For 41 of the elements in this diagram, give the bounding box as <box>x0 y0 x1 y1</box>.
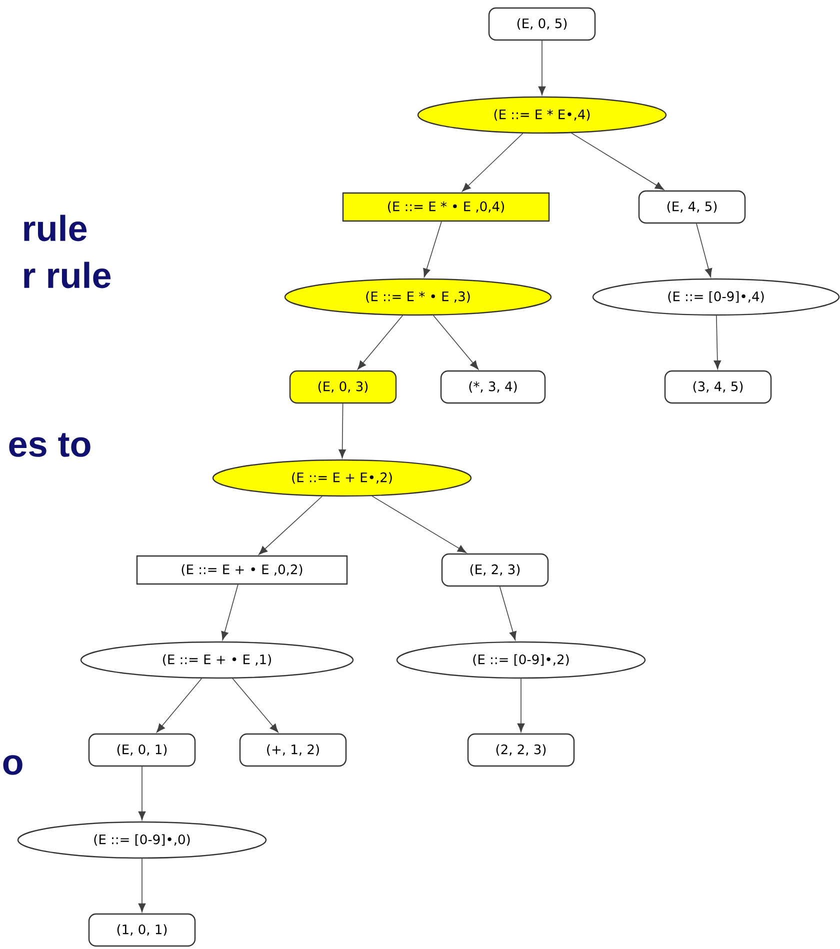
arrow <box>372 496 466 553</box>
arrow <box>571 132 664 190</box>
slide-text: o <box>3 755 22 775</box>
arrow <box>338 403 346 458</box>
ellipse-node: (E ::= [0-9]•,4) <box>592 278 840 316</box>
arrow <box>258 496 322 555</box>
rounded-box: (E, 0, 3) <box>289 370 397 404</box>
arrow <box>423 221 442 278</box>
arrow <box>232 678 278 733</box>
rounded-box: (3, 4, 5) <box>664 370 772 404</box>
arrow <box>499 586 517 640</box>
slide-text: rule <box>24 214 87 242</box>
rounded-box: (1, 0, 1) <box>88 913 196 947</box>
arrow <box>696 223 712 278</box>
ellipse-node: (E ::= E + E•,2) <box>212 459 472 497</box>
ellipse-node: (E ::= E * • E ,3) <box>284 278 552 316</box>
arrow <box>357 315 403 370</box>
ellipse-node: (E ::= E * E•,4) <box>417 96 667 134</box>
slide-text: r rule <box>24 262 111 288</box>
ellipse-node: (E ::= [0-9]•,2) <box>396 641 646 679</box>
arrow <box>517 678 525 732</box>
rectangle-box: (E ::= E * • E ,0,4) <box>342 192 550 222</box>
rectangle-box: (E ::= E + • E ,0,2) <box>136 555 348 585</box>
arrow <box>156 678 202 733</box>
arrow <box>538 40 546 96</box>
ellipse-node: (E ::= E + • E ,1) <box>80 641 354 679</box>
rounded-box: (E, 0, 1) <box>88 733 196 767</box>
arrow <box>138 858 146 912</box>
rounded-box: (*, 3, 4) <box>440 370 546 404</box>
arrow <box>221 584 238 640</box>
arrow <box>138 766 146 820</box>
rounded-box: (E, 4, 5) <box>638 190 746 224</box>
arrow <box>462 132 524 192</box>
rounded-box: (E, 0, 5) <box>488 7 596 41</box>
arrow <box>714 315 722 370</box>
rounded-box: (E, 2, 3) <box>441 553 549 587</box>
rounded-box: (+, 1, 2) <box>239 733 347 767</box>
rounded-box: (2, 2, 3) <box>467 733 575 767</box>
ellipse-node: (E ::= [0-9]•,0) <box>17 821 267 859</box>
arrow <box>433 315 479 370</box>
slide-text: es to <box>9 433 90 457</box>
